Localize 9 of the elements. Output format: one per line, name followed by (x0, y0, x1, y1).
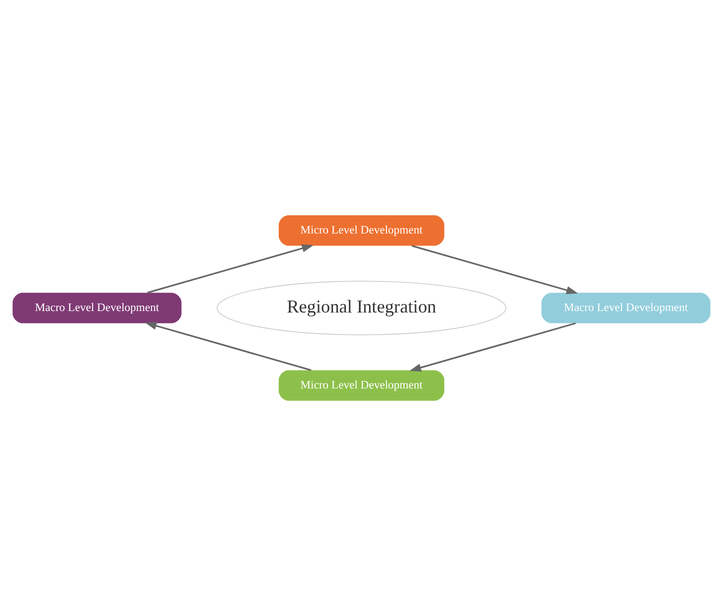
node-box: Macro Level Development (12, 292, 182, 324)
arrow (410, 322, 576, 372)
arrow (147, 244, 314, 294)
node-box: Micro Level Development (278, 370, 444, 401)
node-ellipse: Regional Integration (216, 280, 506, 336)
node-box: Micro Level Development (278, 215, 444, 246)
node-box: Macro Level Development (542, 292, 710, 324)
arrow (145, 322, 312, 371)
arrow (412, 245, 578, 294)
